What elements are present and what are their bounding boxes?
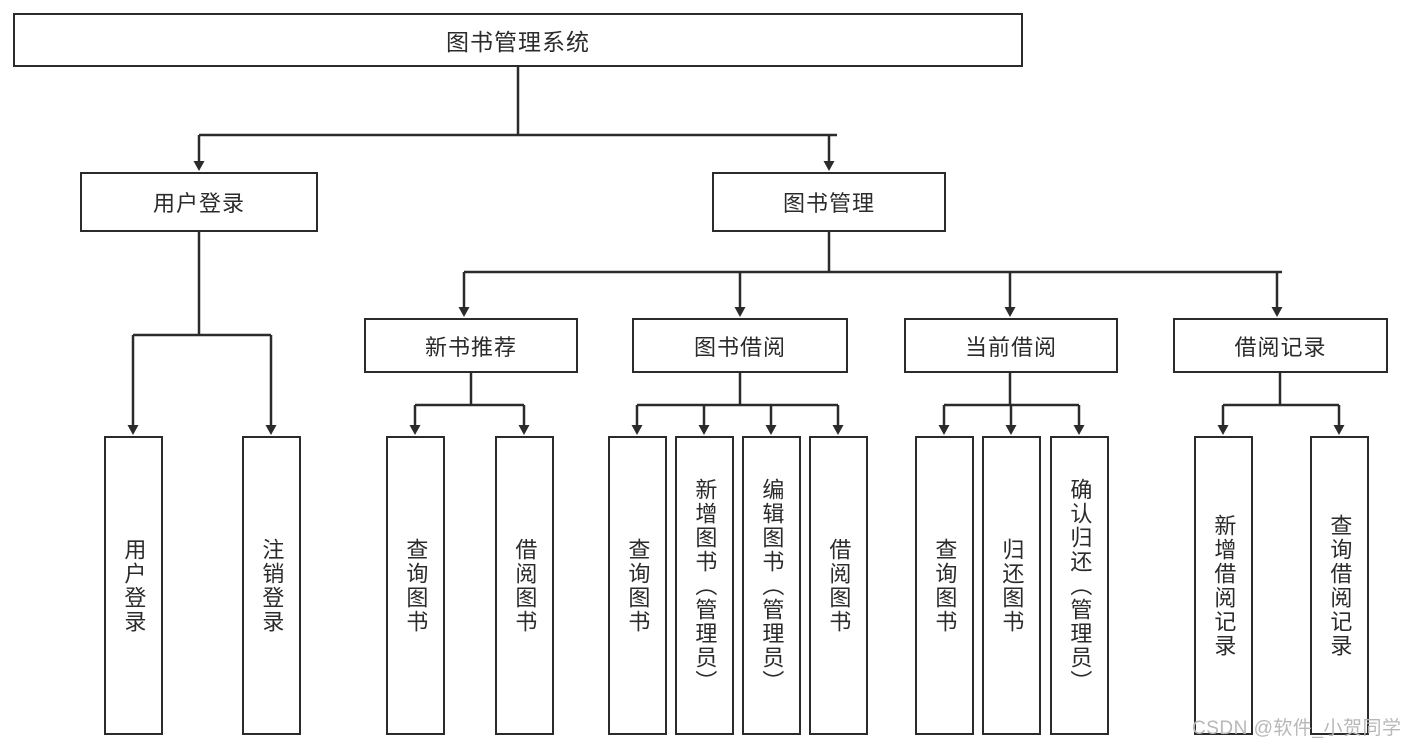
node-borrow-record[interactable]: 借阅记录 <box>1173 318 1388 373</box>
node-label: 图书管理系统 <box>446 29 590 55</box>
node-current-borrow[interactable]: 当前借阅 <box>904 318 1118 373</box>
node-label: 新书推荐 <box>424 334 517 360</box>
node-label: 借阅图书 <box>512 537 538 634</box>
leaf-record-query[interactable]: 查询借阅记录 <box>1310 436 1369 735</box>
leaf-record-add[interactable]: 新增借阅记录 <box>1194 436 1253 735</box>
node-label: 借阅记录 <box>1234 334 1327 360</box>
leaf-current-return-book[interactable]: 归还图书 <box>982 436 1041 735</box>
node-label: 确认归还（管理员） <box>1067 477 1093 694</box>
leaf-recommend-borrow-book[interactable]: 借阅图书 <box>495 436 554 735</box>
node-label: 查询图书 <box>625 537 651 634</box>
node-label: 查询借阅记录 <box>1327 513 1353 658</box>
node-root-system[interactable]: 图书管理系统 <box>13 13 1023 67</box>
node-book-management[interactable]: 图书管理 <box>712 172 946 232</box>
node-label: 当前借阅 <box>964 334 1057 360</box>
csdn-watermark: CSDN @软件_小贺同学 <box>1192 718 1402 739</box>
node-label: 借阅图书 <box>826 537 852 634</box>
node-label: 新增借阅记录 <box>1211 513 1237 658</box>
node-label: 用户登录 <box>121 537 147 634</box>
leaf-user-logout[interactable]: 注销登录 <box>242 436 301 735</box>
leaf-user-login[interactable]: 用户登录 <box>104 436 163 735</box>
leaf-borrow-add-book[interactable]: 新增图书（管理员） <box>675 436 734 735</box>
node-label: 查询图书 <box>403 537 429 634</box>
node-label: 编辑图书（管理员） <box>759 477 785 694</box>
node-label: 用户登录 <box>152 191 245 216</box>
leaf-current-confirm-return[interactable]: 确认归还（管理员） <box>1050 436 1109 735</box>
leaf-borrow-borrow-book[interactable]: 借阅图书 <box>809 436 868 735</box>
leaf-current-query-book[interactable]: 查询图书 <box>915 436 974 735</box>
node-label: 图书借阅 <box>693 334 786 360</box>
node-label: 新增图书（管理员） <box>692 477 718 694</box>
node-label: 注销登录 <box>259 537 285 634</box>
node-label: 图书管理 <box>782 191 875 216</box>
leaf-borrow-query-book[interactable]: 查询图书 <box>608 436 667 735</box>
leaf-recommend-query-book[interactable]: 查询图书 <box>386 436 445 735</box>
leaf-borrow-edit-book[interactable]: 编辑图书（管理员） <box>742 436 801 735</box>
node-label: 归还图书 <box>999 537 1025 634</box>
node-user-login[interactable]: 用户登录 <box>80 172 318 232</box>
node-label: 查询图书 <box>932 537 958 634</box>
node-new-book-recommend[interactable]: 新书推荐 <box>364 318 578 373</box>
node-book-borrow[interactable]: 图书借阅 <box>632 318 848 373</box>
